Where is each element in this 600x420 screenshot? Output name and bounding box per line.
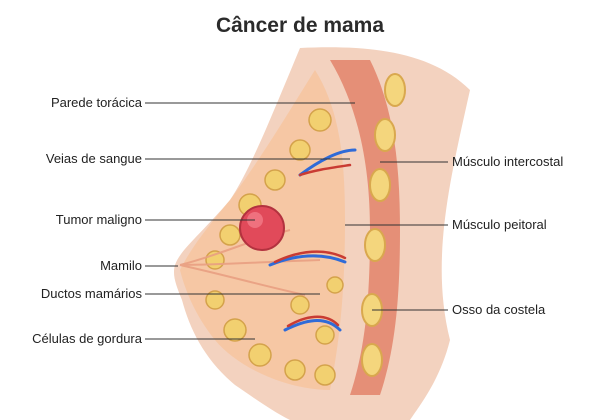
ribs-group [361,73,406,377]
rib [361,343,383,377]
rib [369,168,391,202]
tumor [239,205,285,251]
label-celulas-de-gordura: Células de gordura [32,331,142,346]
artery [286,315,340,328]
label-osso-da-costela: Osso da costela [452,302,546,317]
label-musculo-peitoral: Músculo peitoral [452,217,547,232]
artery [273,250,347,264]
label-musculo-intercostal: Músculo intercostal [452,154,564,169]
leader-lines-right [345,161,448,311]
leader-lines-left [145,102,355,340]
fat-lobules [205,108,344,386]
rib [384,73,406,107]
rib [374,118,396,152]
artery [298,163,352,177]
label-mamilo: Mamilo [100,258,142,273]
label-parede-toracica: Parede torácica [50,95,142,110]
vein [298,148,357,177]
diagram-title: Câncer de mama [215,14,385,37]
blood-vessels [268,148,357,332]
rib [364,228,386,262]
label-tumor-maligno: Tumor maligno [55,212,142,227]
label-ductos-mamarios: Ductos mamários [40,286,142,301]
vein [283,319,342,332]
label-veias-de-sangue: Veias de sangue [45,151,142,166]
